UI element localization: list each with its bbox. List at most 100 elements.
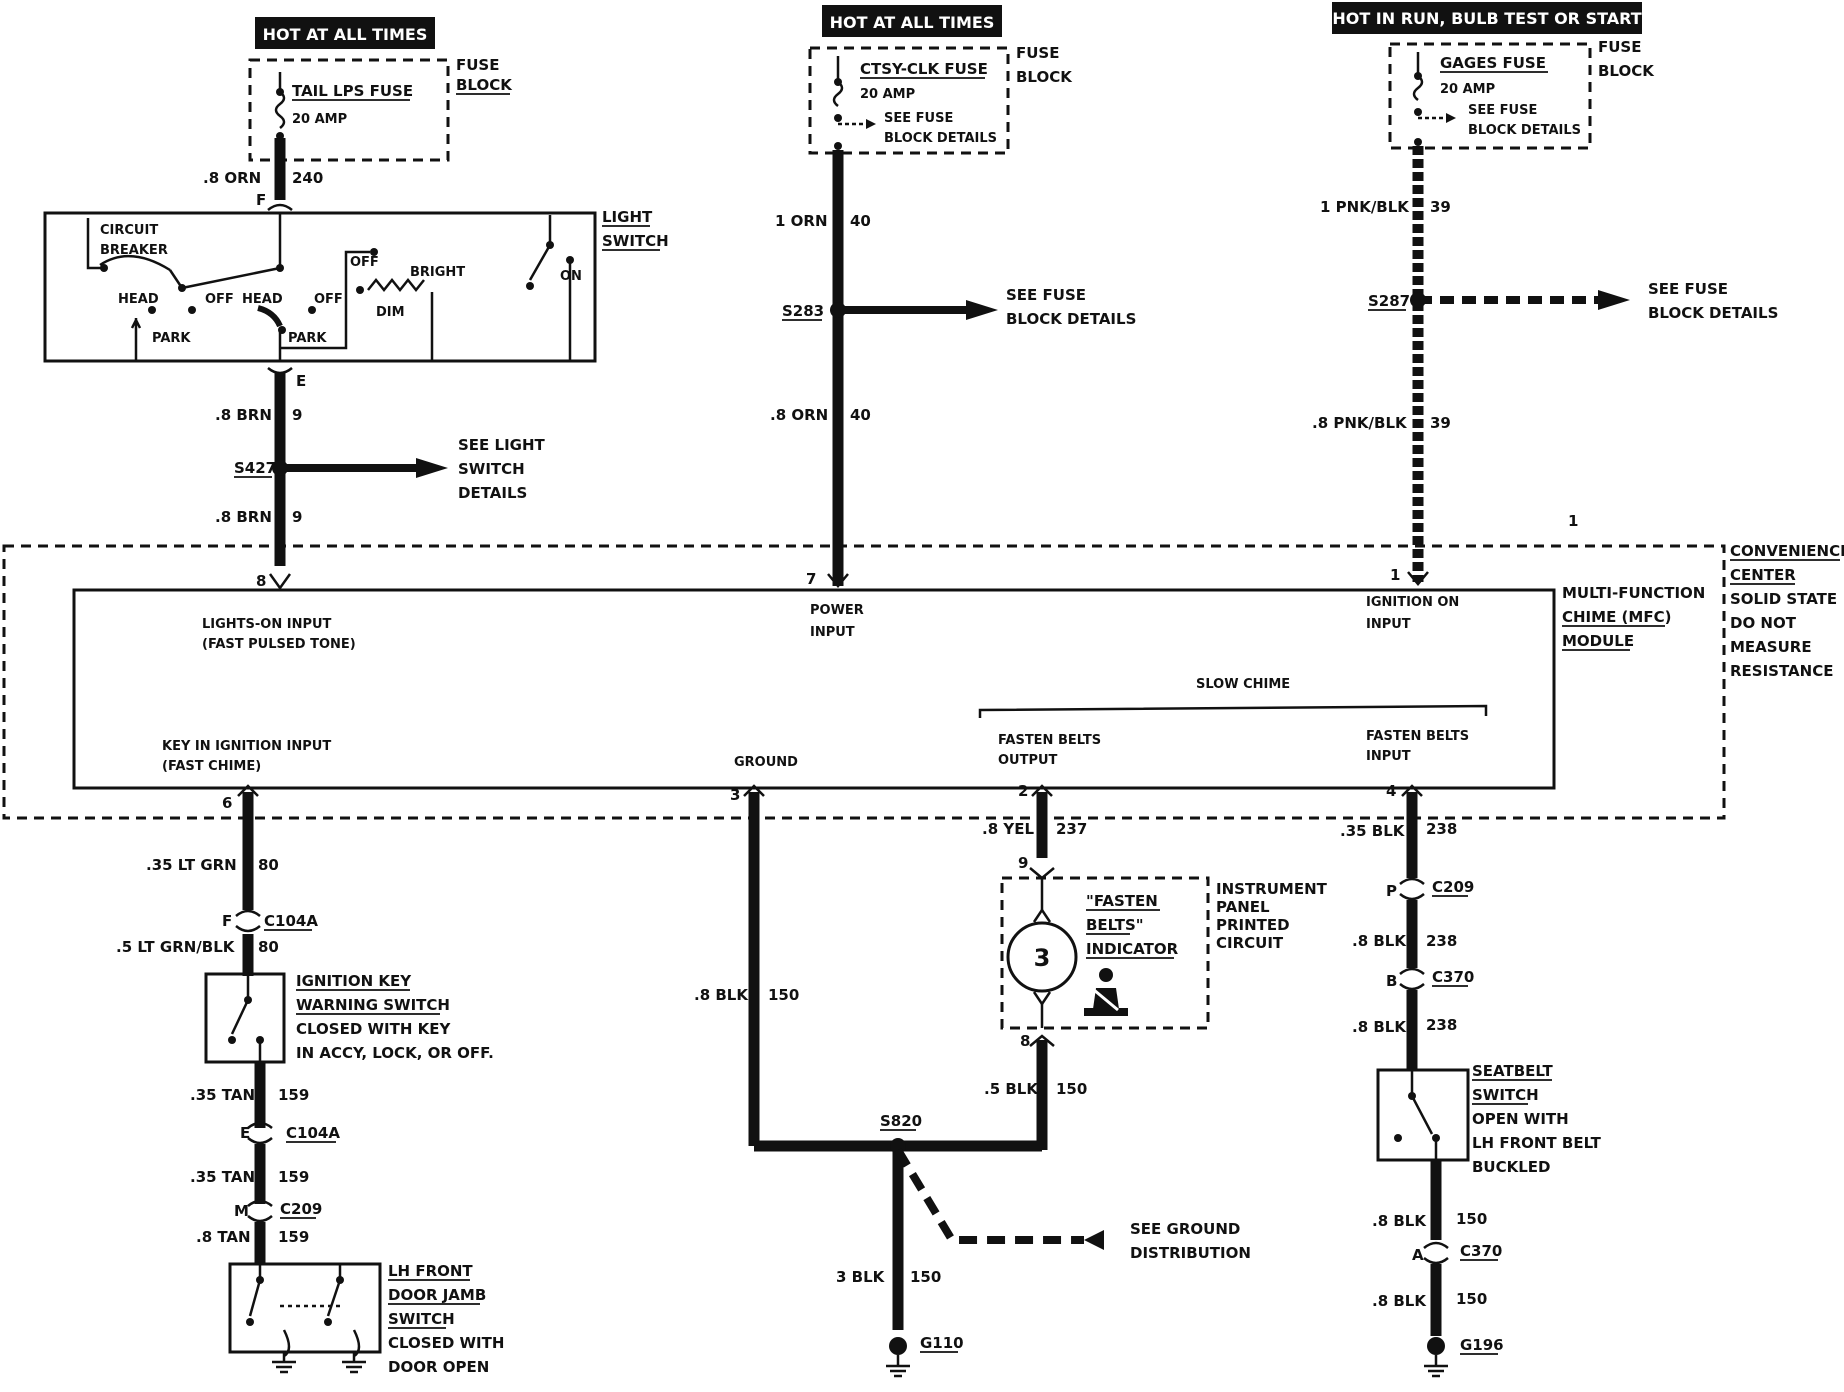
fuse-block-ctsy <box>808 46 1010 155</box>
door-switch-label-3: SWITCH <box>388 1310 455 1328</box>
ind-w-yel-size: .8 YEL <box>982 820 1034 838</box>
ground-g110: G110 <box>920 1334 964 1352</box>
ctsy-fuse-name: CTSY-CLK FUSE <box>860 60 988 78</box>
left-w1-circuit: 80 <box>258 856 279 874</box>
c209-pin-p: P <box>1386 882 1397 900</box>
wire-brn-9-circuit-1: 9 <box>292 406 302 424</box>
conv-label-2: CENTER <box>1730 566 1796 584</box>
fasten-belts-bulb-number: 3 <box>1034 944 1051 972</box>
ind-pin-9: 9 <box>1018 854 1028 872</box>
fuse-block-tail <box>248 58 450 162</box>
park-label-2: PARK <box>288 331 327 346</box>
fuse-block-label-2: BLOCK <box>456 76 513 94</box>
ground-symbol-door-1 <box>272 1352 296 1374</box>
splice-s820: S820 <box>880 1112 922 1130</box>
left-w5-circuit: 159 <box>278 1228 309 1246</box>
ipc-label-4: CIRCUIT <box>1216 934 1284 952</box>
off-label-1: OFF <box>205 292 234 307</box>
see-light-2: SWITCH <box>458 460 525 478</box>
right-w1-circuit: 238 <box>1426 820 1457 838</box>
left-w3-circuit: 159 <box>278 1086 309 1104</box>
light-switch-title-2: SWITCH <box>602 232 669 250</box>
wire-brn-9-size-1: .8 BRN <box>215 406 272 424</box>
wire-orn-40-size-2: .8 ORN <box>770 406 828 424</box>
ipc-box <box>1000 876 1210 1030</box>
ind-pin-8: 8 <box>1020 1032 1030 1050</box>
hot-label-box-ctsy <box>822 5 1002 37</box>
ipc-label-1: INSTRUMENT <box>1216 880 1328 898</box>
wire-brn-9-circuit-2: 9 <box>292 508 302 526</box>
key-in-input-2: (FAST CHIME) <box>162 759 261 774</box>
right-w3-circuit: 238 <box>1426 1016 1457 1034</box>
head-label-2: HEAD <box>242 292 283 307</box>
ign-key-title-4: IN ACCY, LOCK, OR OFF. <box>296 1044 494 1062</box>
module-pin-1: 1 <box>1390 566 1400 584</box>
seatbelt-switch-box <box>1376 1068 1470 1162</box>
power-input-2: INPUT <box>810 625 855 640</box>
ground-symbol-g196 <box>1424 1355 1448 1378</box>
fasten-belts-bulb-icon <box>1006 921 1078 993</box>
center-w-3blk-circuit: 150 <box>910 1268 941 1286</box>
wire-pnk-39-size-1: 1 PNK/BLK <box>1320 198 1410 216</box>
seatbelt-label-5: BUCKLED <box>1472 1158 1551 1176</box>
left-w1-size: .35 LT GRN <box>146 856 237 874</box>
right-w5-circuit: 150 <box>1456 1290 1487 1308</box>
fasten-belts-input-2: INPUT <box>1366 749 1411 764</box>
ign-key-title-3: CLOSED WITH KEY <box>296 1020 452 1038</box>
ctsy-see-2: BLOCK DETAILS <box>884 131 997 146</box>
ground-symbol-door-2 <box>342 1352 366 1374</box>
ignition-on-input-1: IGNITION ON <box>1366 595 1459 610</box>
c104a-label-1: C104A <box>264 912 318 930</box>
c209-label-right: C209 <box>1432 878 1474 896</box>
conv-label-1: CONVENIENCE <box>1730 542 1844 560</box>
see-fuse-2: BLOCK DETAILS <box>1006 310 1136 328</box>
see-fuse-4: BLOCK DETAILS <box>1648 304 1778 322</box>
light-switch-pin-f: F <box>256 191 266 209</box>
left-w2-size: .5 LT GRN/BLK <box>116 938 236 956</box>
ipc-label-2: PANEL <box>1216 898 1270 916</box>
c104a-label-2: C104A <box>286 1124 340 1142</box>
left-w4-circuit: 159 <box>278 1168 309 1186</box>
fasten-indicator-2: BELTS" <box>1086 916 1144 934</box>
dim-label: DIM <box>376 305 405 320</box>
ind-w-yel-circuit: 237 <box>1056 820 1087 838</box>
on-label: ON <box>560 269 582 284</box>
ignition-key-switch-box <box>204 972 286 1064</box>
fasten-indicator-1: "FASTEN <box>1086 892 1158 910</box>
wire-orn-40-circuit-2: 40 <box>850 406 871 424</box>
module-pin-4: 4 <box>1386 782 1396 800</box>
door-jamb-switch-box <box>228 1262 382 1354</box>
ground-g196: G196 <box>1460 1336 1504 1354</box>
hot-label-ctsy: HOT AT ALL TIMES <box>830 13 995 32</box>
right-w2-size: .8 BLK <box>1352 932 1407 950</box>
module-pin-3: 3 <box>730 786 740 804</box>
hot-label-gages: HOT IN RUN, BULB TEST OR START <box>1332 9 1641 28</box>
module-pin-8: 8 <box>256 572 266 590</box>
fasten-indicator-3: INDICATOR <box>1086 940 1179 958</box>
left-w4-size: .35 TAN <box>190 1168 255 1186</box>
wire-pnk-39-size-2: .8 PNK/BLK <box>1312 414 1408 432</box>
hot-label-box-gages <box>1332 2 1642 34</box>
light-switch-box <box>43 211 597 363</box>
splice-s287: S287 <box>1368 292 1410 310</box>
seatbelt-label-2: SWITCH <box>1472 1086 1539 1104</box>
ignition-on-input-2: INPUT <box>1366 617 1411 632</box>
light-switch-title-1: LIGHT <box>602 208 653 226</box>
c370-pin-a: A <box>1412 1246 1424 1264</box>
mfc-label-3: MODULE <box>1562 632 1634 650</box>
mfc-module-box <box>72 588 1556 790</box>
door-switch-label-1: LH FRONT <box>388 1262 473 1280</box>
c104a-pin-e: E <box>240 1124 250 1142</box>
light-switch-pin-e: E <box>296 372 306 390</box>
off-label-3: OFF <box>350 255 379 270</box>
center-w-blk-size: .8 BLK <box>694 986 749 1004</box>
see-light-3: DETAILS <box>458 484 527 502</box>
wire-orn-240-circuit: 240 <box>292 169 323 187</box>
wire-pnk-39-circuit-1: 39 <box>1430 198 1451 216</box>
seatbelt-label-4: LH FRONT BELT <box>1472 1134 1602 1152</box>
hot-label-box-tail <box>255 17 435 49</box>
wire-orn-240-size: .8 ORN <box>203 169 261 187</box>
wire-brn-9-size-2: .8 BRN <box>215 508 272 526</box>
ctsy-fuse-amp: 20 AMP <box>860 87 915 102</box>
